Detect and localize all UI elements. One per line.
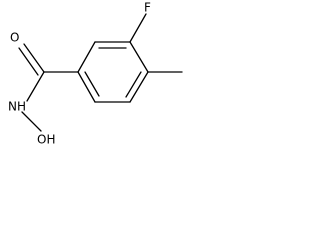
carbonyl-double-bond-b [18, 47, 39, 76]
carbonyl-double-bond-a [23, 43, 45, 73]
carbonyl-oxygen-label: O [10, 31, 19, 45]
c-n-bond [26, 71, 45, 102]
hydroxyl-label: OH [37, 133, 55, 147]
c-f-bond [129, 13, 147, 43]
ring-bond-c6-c1-inner [84, 71, 100, 97]
nitrogen-label: NH [8, 100, 26, 114]
ring-bond-c3-c4 [129, 41, 149, 73]
n-o-bond [21, 111, 42, 132]
structure-canvas: F O NH OH [0, 0, 200, 155]
ring-bond-c1-c2 [77, 41, 96, 73]
molecule-drawing: F O NH OH [8, 1, 183, 147]
benzene-ring [77, 41, 149, 103]
ring-bond-c4-c5-inner [125, 71, 142, 98]
ring-bond-c6-c1 [77, 71, 96, 103]
fluorine-label: F [144, 1, 151, 15]
ring-bond-c4-c5 [129, 71, 149, 103]
